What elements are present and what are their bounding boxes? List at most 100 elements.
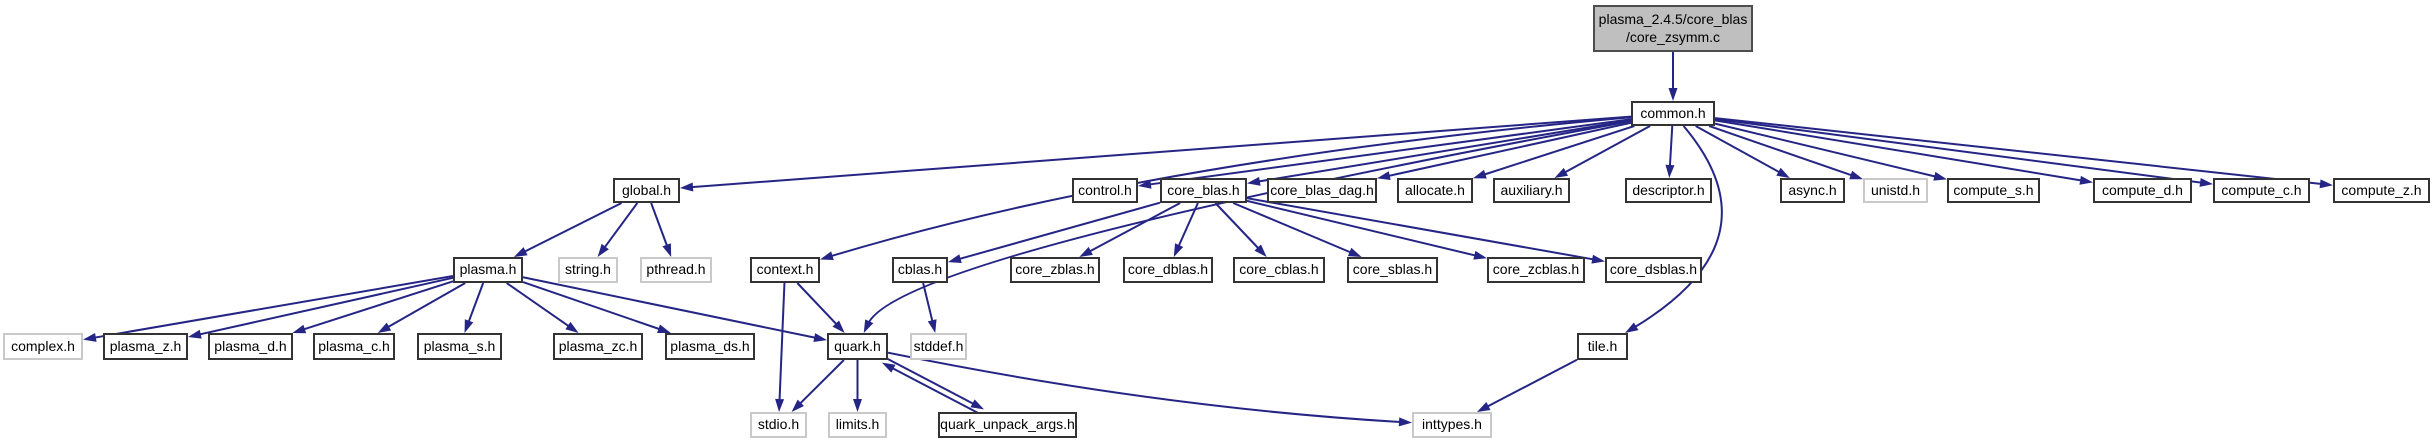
node-label: control.h (1078, 181, 1132, 198)
node-quark_unpack_args[interactable]: quark_unpack_args.h (938, 412, 1077, 438)
edge-context-to-quark (796, 282, 839, 327)
arrowhead-plasma-to-plasma_d (292, 324, 307, 334)
arrowhead-plasma-to-complex (83, 332, 97, 342)
edge-common-to-quark (867, 120, 1632, 325)
edge-context-to-stdio (778, 282, 786, 403)
node-control[interactable]: control.h (1072, 178, 1138, 203)
arrowhead-common-to-core_blas_dag (1377, 171, 1391, 181)
edge-common-to-unistd (1708, 125, 1854, 177)
arrowhead-common-to-unistd (1849, 170, 1863, 180)
arrowhead-root-to-common (1668, 88, 1678, 101)
arrowhead-common-to-compute_z (2319, 179, 2333, 189)
node-auxiliary[interactable]: auxiliary.h (1493, 178, 1570, 203)
edge-common-to-async (1695, 125, 1782, 175)
arrowhead-tile-to-inttypes (1476, 401, 1491, 412)
edge-core_blas-to-core_cblas (1214, 202, 1261, 251)
node-label: pthread.h (646, 261, 706, 278)
edge-plasma-to-plasma_d (301, 280, 454, 331)
node-root[interactable]: plasma_2.4.5/core_blas /core_zsymm.c (1593, 5, 1753, 52)
node-label: common.h (1640, 104, 1706, 121)
node-context[interactable]: context.h (750, 257, 820, 283)
node-compute_s[interactable]: compute_s.h (1947, 178, 2040, 203)
edge-core_blas-to-core_dsblas (1246, 197, 1596, 261)
arrowhead-plasma-to-plasma_z (188, 329, 202, 339)
node-plasma_d[interactable]: plasma_d.h (208, 333, 293, 360)
node-compute_c[interactable]: compute_c.h (2213, 178, 2310, 203)
arrowhead-context-to-quark (832, 320, 845, 333)
node-plasma[interactable]: plasma.h (453, 257, 523, 283)
node-label: plasma_s.h (423, 337, 496, 354)
node-string: string.h (558, 257, 618, 283)
edge-global-to-string (602, 202, 639, 250)
node-label: stdio.h (757, 416, 800, 433)
node-label: core_zcblas.h (1492, 261, 1580, 278)
node-pthread: pthread.h (640, 257, 712, 283)
node-label: compute_z.h (2341, 181, 2422, 198)
node-core_cblas[interactable]: core_cblas.h (1233, 257, 1325, 283)
edge-quark-to-stdio (797, 359, 845, 406)
arrowhead-common-to-core_blas (1247, 176, 1261, 186)
node-label: core_dblas.h (1127, 261, 1209, 278)
node-plasma_z[interactable]: plasma_z.h (103, 333, 188, 360)
node-label: auxiliary.h (1500, 181, 1563, 198)
edge-common-to-auxiliary (1562, 125, 1651, 175)
node-label: cblas.h (897, 261, 943, 278)
node-core_zblas[interactable]: core_zblas.h (1010, 257, 1100, 283)
node-core_dsblas[interactable]: core_dsblas.h (1605, 257, 1702, 283)
edge-quark-to-quark_unpack_args (884, 356, 976, 406)
node-label: core_dsblas.h (1609, 261, 1698, 278)
node-label: unistd.h (1870, 181, 1921, 198)
edge-plasma-to-complex (92, 275, 454, 339)
node-core_sblas[interactable]: core_sblas.h (1347, 257, 1438, 283)
node-label: core_blas.h (1167, 181, 1240, 198)
edge-tile-to-inttypes (1485, 358, 1578, 409)
arrowhead-quark_unpack_args-to-quark (881, 362, 896, 373)
node-label: plasma.h (459, 261, 517, 278)
node-core_blas[interactable]: core_blas.h (1160, 178, 1247, 203)
node-plasma_zc[interactable]: plasma_zc.h (553, 333, 643, 360)
node-tile[interactable]: tile.h (1577, 333, 1628, 360)
arrowhead-core_blas-to-core_zblas (1079, 246, 1093, 257)
node-label: inttypes.h (1422, 416, 1482, 433)
node-label: core_zblas.h (1015, 261, 1095, 278)
node-label: plasma_ds.h (670, 337, 750, 354)
node-plasma_s[interactable]: plasma_s.h (417, 333, 502, 360)
arrowhead-quark-to-quark_unpack_args (970, 399, 985, 410)
arrowhead-common-to-context (820, 251, 834, 261)
node-plasma_ds[interactable]: plasma_ds.h (665, 333, 755, 360)
node-label: compute_s.h (1953, 181, 2034, 198)
node-label: plasma_d.h (214, 337, 287, 354)
node-global[interactable]: global.h (613, 178, 680, 203)
arrowhead-core_blas-to-core_dblas (1173, 243, 1184, 257)
node-stdio: stdio.h (750, 412, 807, 438)
node-quark[interactable]: quark.h (827, 333, 888, 360)
node-unistd: unistd.h (1863, 178, 1928, 203)
edge-common-to-compute_d (1714, 119, 2084, 182)
node-compute_z[interactable]: compute_z.h (2333, 178, 2430, 203)
node-complex: complex.h (3, 333, 83, 360)
node-core_zcblas[interactable]: core_zcblas.h (1487, 257, 1585, 283)
node-descriptor[interactable]: descriptor.h (1625, 178, 1712, 203)
arrowhead-common-to-compute_d (2079, 175, 2093, 185)
node-common[interactable]: common.h (1631, 101, 1715, 126)
node-compute_d[interactable]: compute_d.h (2093, 178, 2192, 203)
node-core_dblas[interactable]: core_dblas.h (1123, 257, 1213, 283)
node-label: global.h (621, 181, 672, 198)
node-cblas[interactable]: cblas.h (892, 257, 948, 283)
node-label: plasma_c.h (318, 337, 390, 354)
node-async[interactable]: async.h (1780, 178, 1845, 203)
node-plasma_c[interactable]: plasma_c.h (313, 333, 395, 360)
arrowhead-common-to-tile (1625, 322, 1639, 333)
node-label: plasma_2.4.5/core_blas /core_zsymm.c (1598, 11, 1748, 45)
arrowhead-plasma-to-quark (813, 333, 827, 342)
edge-core_blas-to-core_zblas (1087, 202, 1181, 254)
edge-common-to-compute_c (1714, 118, 2204, 184)
edge-plasma-to-plasma_z (197, 276, 454, 336)
node-core_blas_dag[interactable]: core_blas_dag.h (1267, 178, 1377, 203)
edge-plasma-to-plasma_s (467, 282, 485, 324)
edge-common-to-compute_s (1714, 122, 1938, 178)
node-allocate[interactable]: allocate.h (1397, 178, 1473, 203)
arrowhead-context-to-stdio (775, 398, 785, 412)
